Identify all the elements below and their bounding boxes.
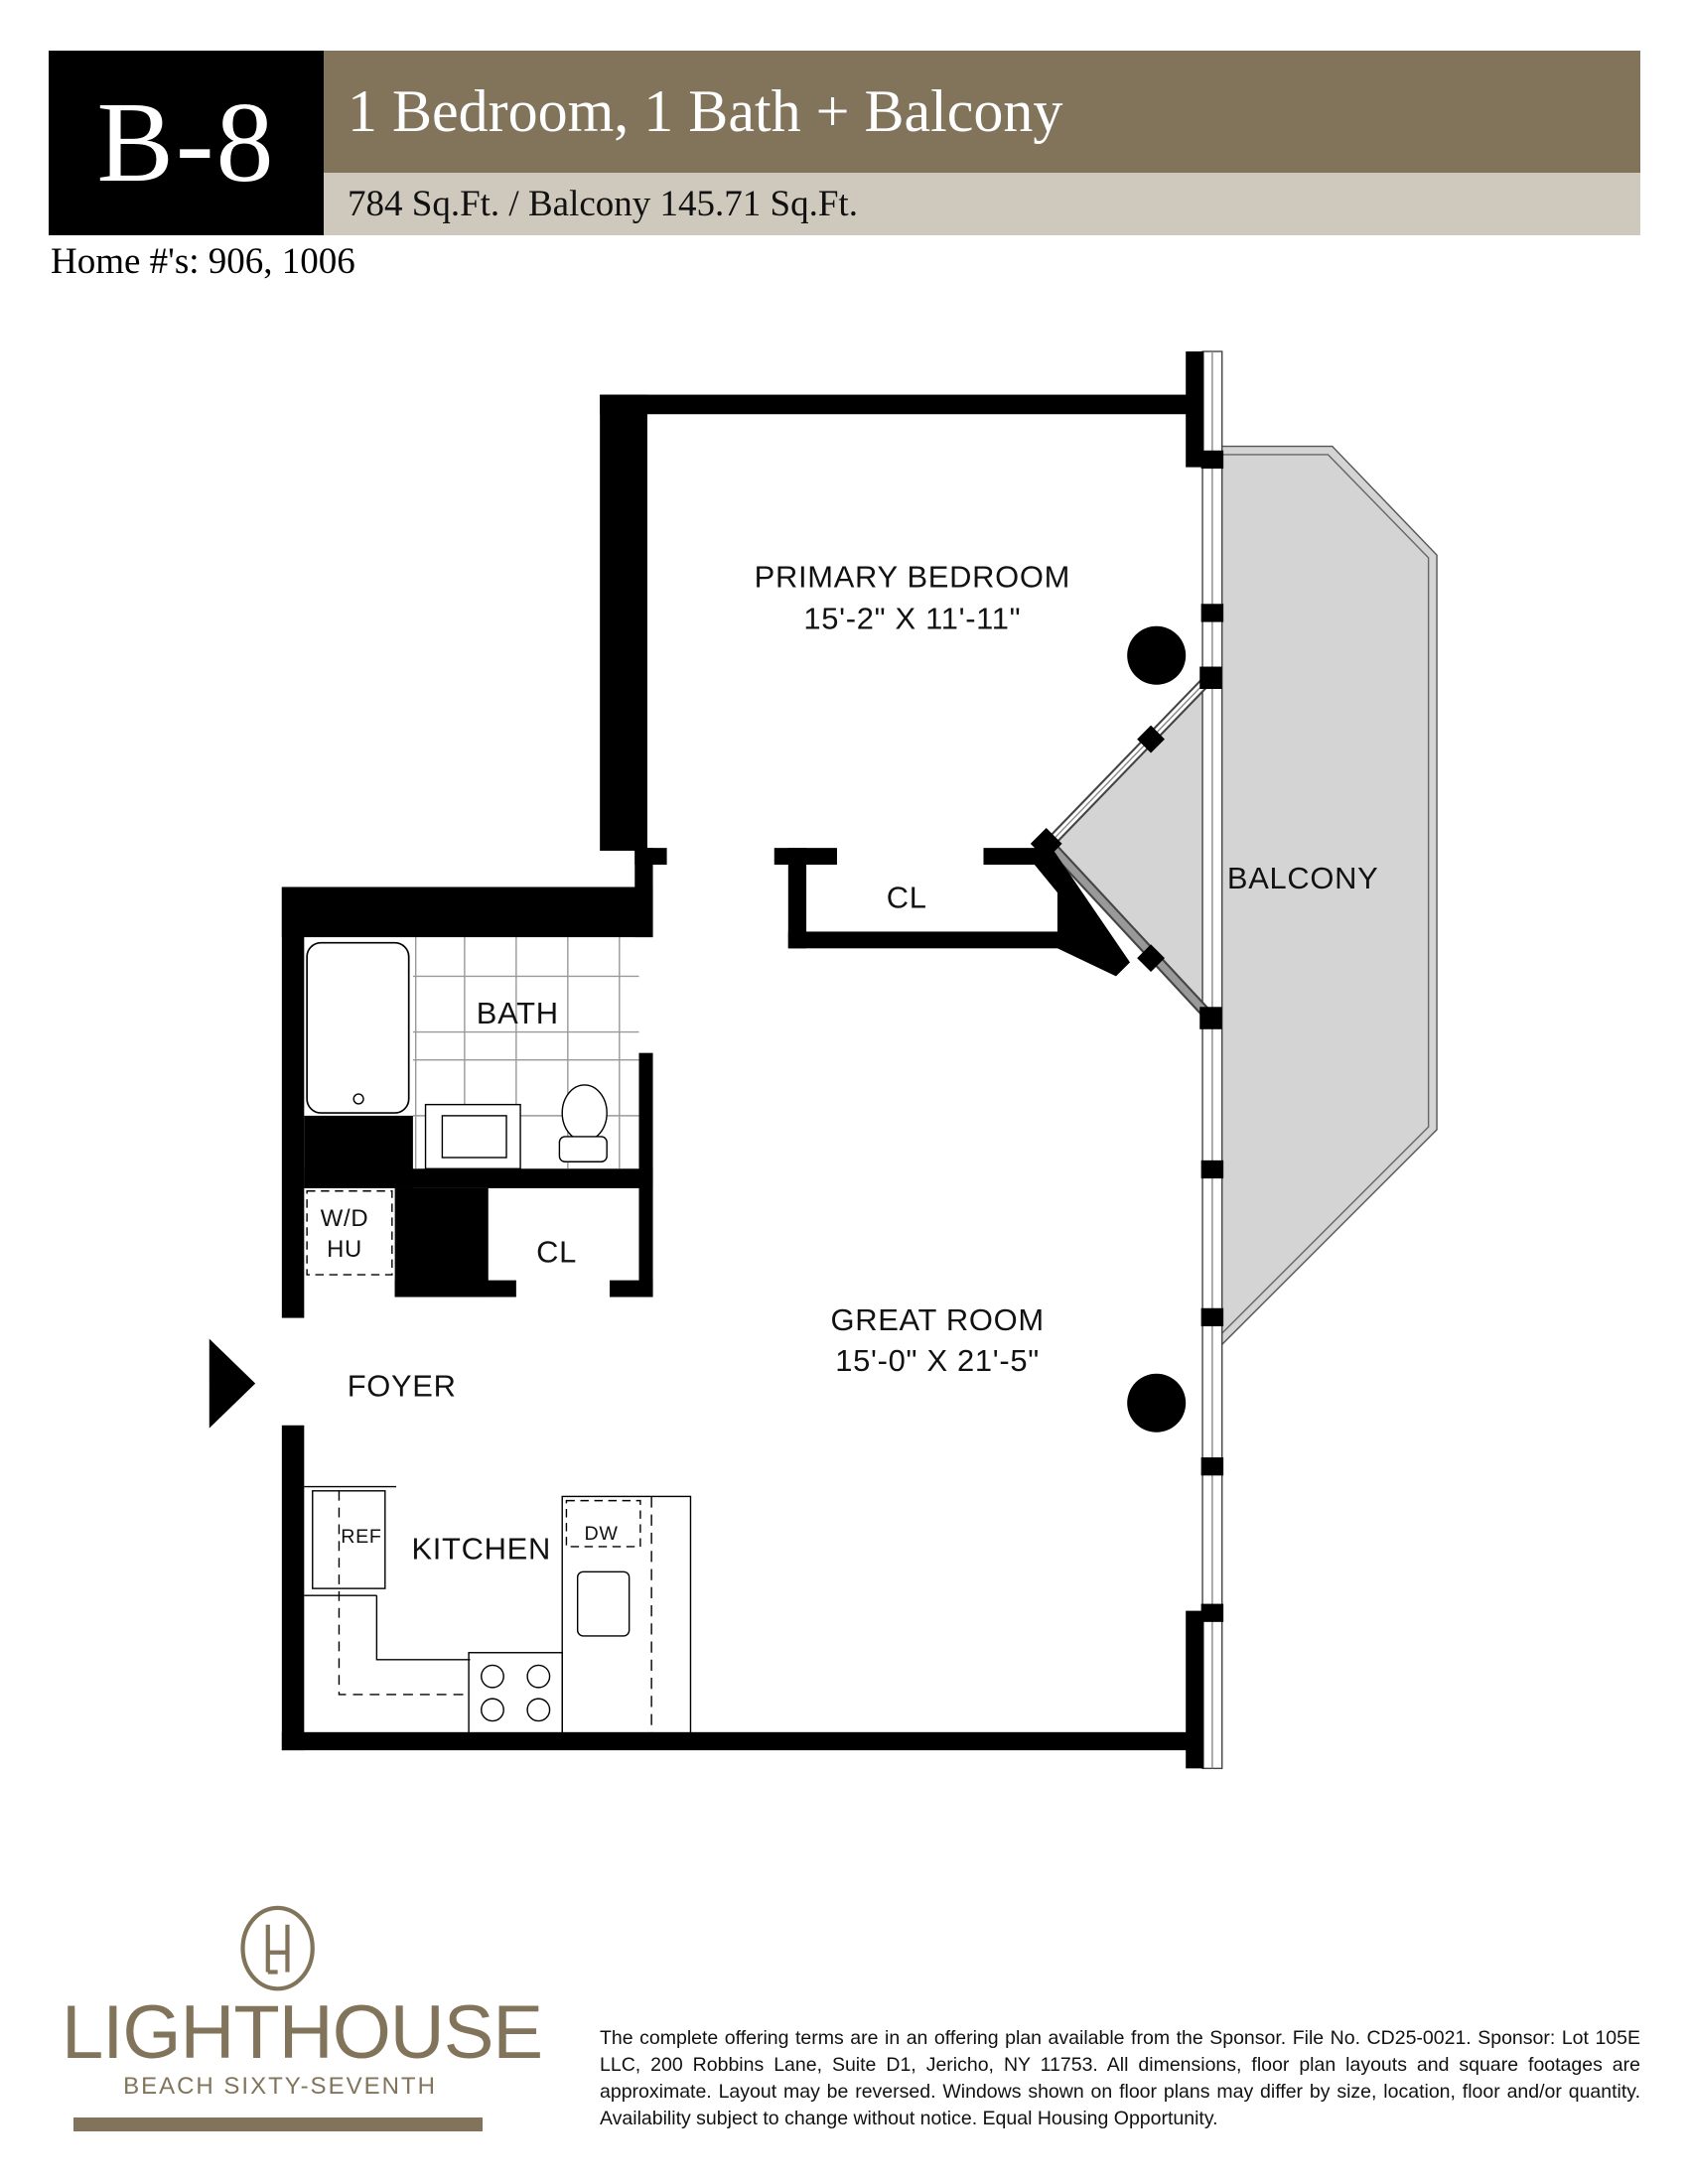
bay-windows bbox=[1030, 666, 1222, 1029]
primary-bedroom-dims: 15'-2" X 11'-11" bbox=[803, 602, 1021, 636]
bedroom-closet-label: CL bbox=[887, 881, 927, 915]
kitchen-label: KITCHEN bbox=[411, 1532, 551, 1567]
balcony-area bbox=[1048, 445, 1438, 1352]
column bbox=[1127, 625, 1187, 685]
unit-code: B-8 bbox=[49, 51, 324, 235]
kitchen-sink bbox=[576, 1570, 631, 1637]
home-numbers: Home #'s: 906, 1006 bbox=[51, 241, 355, 282]
entrance-arrow-icon bbox=[209, 1338, 256, 1429]
toilet bbox=[558, 1084, 608, 1162]
refrigerator bbox=[312, 1490, 386, 1589]
logo-bar bbox=[73, 2117, 483, 2131]
balcony-railing bbox=[1218, 454, 1430, 1337]
dw-label: DW bbox=[584, 1523, 618, 1545]
wd-label: W/D bbox=[321, 1205, 369, 1232]
legal-disclaimer: The complete offering terms are in an of… bbox=[600, 2027, 1640, 2129]
logo-name: LIGHTHOUSE bbox=[62, 1990, 543, 2075]
bath-label: BATH bbox=[477, 996, 559, 1030]
logo-monogram-icon bbox=[240, 1905, 315, 1991]
ref-label: REF bbox=[341, 1526, 381, 1548]
foyer-label: FOYER bbox=[348, 1368, 457, 1403]
walls bbox=[281, 351, 1204, 1769]
sink-counter bbox=[561, 1495, 692, 1734]
window-mullions bbox=[1200, 450, 1224, 1622]
balcony-label: BALCONY bbox=[1227, 861, 1379, 895]
stove bbox=[468, 1652, 563, 1734]
kitchen-fixtures bbox=[304, 1485, 692, 1734]
dishwasher bbox=[565, 1499, 641, 1548]
unit-title: 1 Bedroom, 1 Bath + Balcony bbox=[324, 51, 1640, 173]
great-room-label: GREAT ROOM bbox=[830, 1302, 1044, 1337]
logo-subtitle: BEACH SIXTY-SEVENTH bbox=[123, 2073, 437, 2100]
primary-bedroom-label: PRIMARY BEDROOM bbox=[755, 559, 1070, 594]
bathtub bbox=[306, 941, 410, 1114]
great-room-dims: 15'-0" X 21'-5" bbox=[835, 1343, 1040, 1378]
hu-label: HU bbox=[327, 1236, 362, 1263]
foyer-closet-label: CL bbox=[536, 1234, 577, 1269]
column bbox=[1127, 1373, 1187, 1433]
unit-area: 784 Sq.Ft. / Balcony 145.71 Sq.Ft. bbox=[324, 173, 1640, 235]
washer-dryer bbox=[306, 1190, 393, 1276]
